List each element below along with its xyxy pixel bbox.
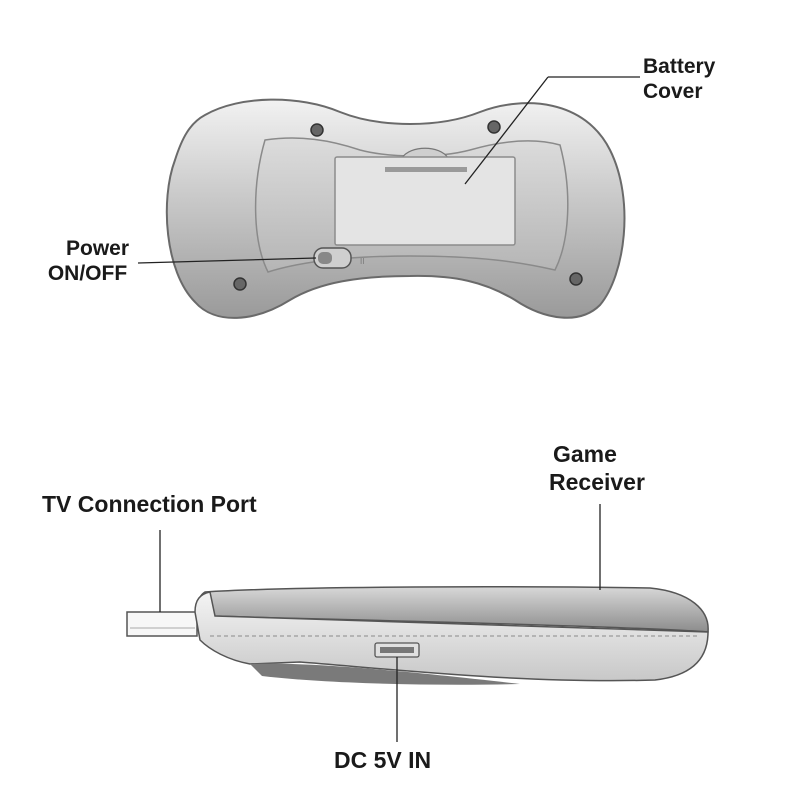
dongle-base-shadow bbox=[250, 663, 520, 685]
battery-cover-leader bbox=[464, 76, 549, 185]
battery-cover-label-line-1: Battery bbox=[643, 55, 716, 78]
dc-5v-in-label: DC 5V IN bbox=[334, 747, 432, 773]
screw-hole-bottom-left bbox=[233, 277, 247, 291]
screw-hole-top-left bbox=[310, 123, 324, 137]
power-switch-label-line-1: Power bbox=[66, 237, 130, 260]
power-switch-knob bbox=[318, 252, 332, 264]
usb-connector bbox=[126, 611, 198, 637]
gamepad-back: II bbox=[165, 98, 626, 319]
screw-hole-bottom-right bbox=[569, 272, 583, 286]
switch-mark: II bbox=[360, 257, 364, 266]
game-receiver-dongle bbox=[126, 586, 709, 685]
game-receiver-label: Game Receiver bbox=[549, 440, 645, 496]
power-switch-label-line-2: ON/OFF bbox=[47, 262, 128, 285]
power-switch-label: Power ON/OFF bbox=[46, 236, 129, 286]
screw-hole-top-right bbox=[487, 120, 501, 134]
battery-cover-label-line-2: Cover bbox=[643, 80, 703, 103]
battery-cover-label: Battery Cover bbox=[643, 54, 715, 104]
battery-cover-slot bbox=[385, 167, 467, 172]
battery-cover-panel bbox=[334, 156, 516, 246]
tv-connection-port-label: TV Connection Port bbox=[42, 491, 257, 517]
power-leader bbox=[137, 257, 317, 264]
dc-port-inner bbox=[380, 647, 414, 653]
game-receiver-label-line-1: Game bbox=[553, 441, 617, 467]
game-receiver-label-line-2: Receiver bbox=[549, 469, 645, 495]
